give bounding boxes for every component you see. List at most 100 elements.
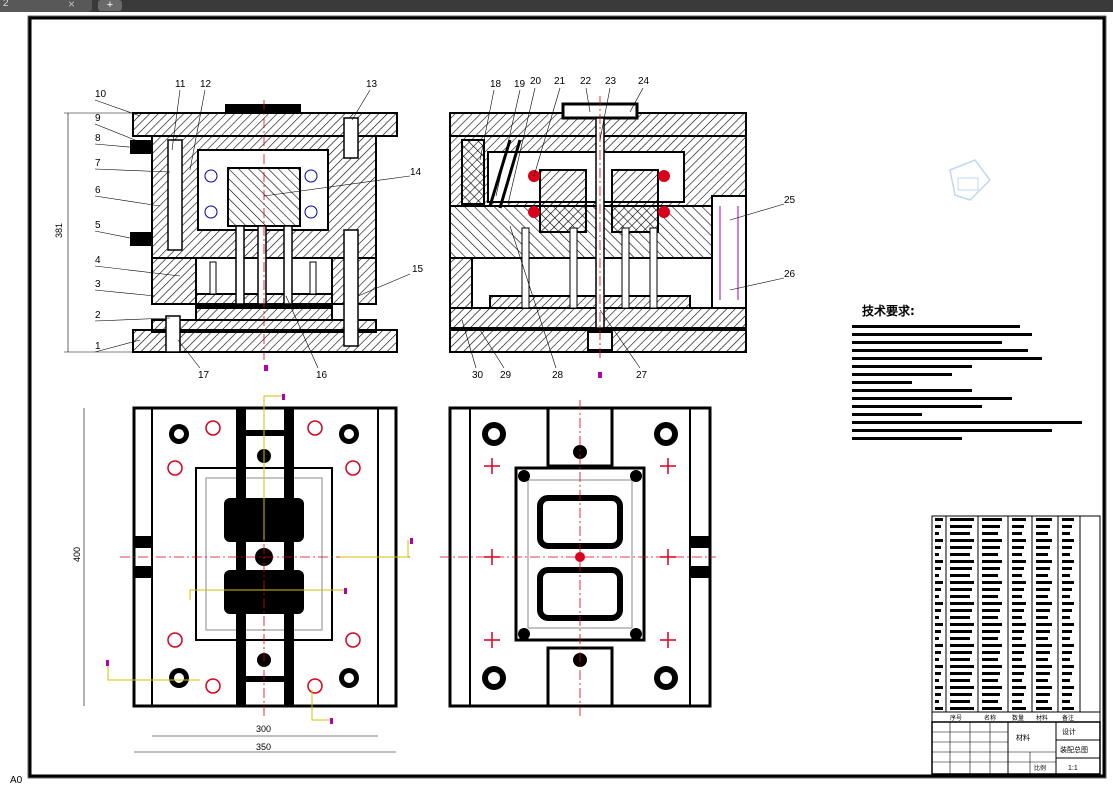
part-callouts: 10 9 8 7 6 5 4 3 2 1 11 12 13 18 19 20 2… (94, 76, 796, 381)
bom-row-cell (982, 665, 1002, 668)
bom-row-cell (982, 651, 1000, 654)
part-number-15: 15 (412, 264, 424, 275)
bom-row-cell (982, 637, 998, 640)
part-number-6: 6 (95, 185, 101, 196)
bom-row-cell (935, 588, 941, 591)
bom-row-cell (1012, 686, 1026, 689)
bom-row-cell (1012, 700, 1022, 703)
bom-row-cell (1036, 693, 1050, 696)
bom-row-cell (1036, 539, 1052, 542)
bom-row-cell (1036, 623, 1052, 626)
part-number-5: 5 (95, 220, 101, 231)
bom-row-cell (935, 532, 939, 535)
bom-row-cell (1012, 574, 1022, 577)
bom-row-cell (1062, 588, 1072, 591)
bom-row-cell (1036, 525, 1050, 528)
bom-row-cell (935, 672, 941, 675)
bom-row-cell (1012, 693, 1024, 696)
bom-row-cell (950, 602, 974, 605)
bom-row-cell (1036, 588, 1050, 591)
part-number-8: 8 (95, 133, 101, 144)
bom-row-cell (1062, 623, 1074, 626)
bom-row-cell (935, 560, 943, 563)
bom-row-cell (950, 644, 974, 647)
bom-row-cell (950, 707, 974, 710)
bom-row-cell (950, 616, 970, 619)
bom-row-cell (1062, 651, 1072, 654)
bom-row-cell (1062, 686, 1074, 689)
bom-row-cell (935, 679, 939, 682)
bom-row-cell (1012, 602, 1026, 605)
bom-row-cell (935, 539, 943, 542)
bom-row-cell (1012, 567, 1024, 570)
bom-row-cell (1012, 546, 1024, 549)
technical-requirements: 技术要求: (852, 303, 1082, 440)
add-tab-button[interactable]: + (98, 0, 122, 11)
bom-row-cell (935, 630, 941, 633)
bom-row-cell (935, 686, 943, 689)
bom-row-cell (1012, 658, 1022, 661)
bom-row-cell (1012, 679, 1022, 682)
bom-row-cell (982, 539, 1002, 542)
bom-row-cell (982, 581, 1002, 584)
bom-row-cell (950, 672, 972, 675)
bom-row-cell (1036, 532, 1048, 535)
bom-row-cell (982, 686, 1002, 689)
bom-row-cell (950, 665, 974, 668)
bom-row-cell (935, 707, 943, 710)
bom-row-cell (1062, 658, 1070, 661)
bom-row-cell (982, 700, 998, 703)
bill-of-materials: 序号 名称 数量 材料 备注 (931, 515, 1101, 723)
bom-row-cell (1036, 595, 1048, 598)
bom-row-cell (950, 609, 972, 612)
title-material-label: 材料 (1016, 733, 1030, 742)
bom-row-cell (935, 616, 939, 619)
bom-row-cell (1036, 630, 1050, 633)
bom-row-cell (982, 616, 998, 619)
bom-row-cell (950, 588, 972, 591)
bom-row-cell (982, 630, 1000, 633)
bom-row-cell (1012, 707, 1026, 710)
bom-row-cell (982, 644, 1002, 647)
bom-row-cell (935, 595, 939, 598)
bom-row-cell (935, 609, 941, 612)
bom-row-cell (1036, 567, 1050, 570)
bom-row-cell (982, 532, 998, 535)
bom-row-cell (950, 693, 972, 696)
bom-row-cell (1012, 532, 1022, 535)
bom-row-cell (1036, 616, 1048, 619)
bom-row-cell (1062, 525, 1072, 528)
bom-row-cell (935, 693, 941, 696)
plan-view-right (440, 400, 716, 716)
bom-row-cell (1012, 588, 1024, 591)
bom-row-cell (1036, 637, 1048, 640)
bom-row-cell (935, 700, 939, 703)
part-number-11: 11 (175, 79, 186, 90)
bom-row-cell (1012, 595, 1022, 598)
section-view-right (449, 96, 747, 360)
bom-row-cell (935, 651, 941, 654)
bom-row-cell (982, 707, 1002, 710)
close-icon[interactable]: × (68, 0, 76, 11)
bom-row-cell (1036, 679, 1048, 682)
title-block: 材料 设计 装配总图 比例 1:1 (931, 721, 1101, 775)
bom-row-cell (950, 679, 970, 682)
part-number-30: 30 (472, 370, 484, 381)
bom-row-cell (935, 553, 939, 556)
bom-row-cell (1012, 651, 1024, 654)
bom-row-cell (1012, 665, 1026, 668)
bom-row-cell (1012, 616, 1022, 619)
bom-row-cell (982, 574, 998, 577)
bom-row-cell (1036, 651, 1050, 654)
part-number-24: 24 (638, 76, 650, 87)
bom-row-cell (950, 539, 974, 542)
bom-row-cell (935, 644, 943, 647)
bom-row-cell (950, 700, 970, 703)
bom-row-cell (1036, 609, 1050, 612)
bom-row-cell (1036, 658, 1048, 661)
bom-row-cell (1036, 700, 1048, 703)
drawing-tab[interactable]: 2 × (0, 0, 92, 12)
bom-row-cell (950, 553, 970, 556)
bom-row-cell (982, 567, 1000, 570)
